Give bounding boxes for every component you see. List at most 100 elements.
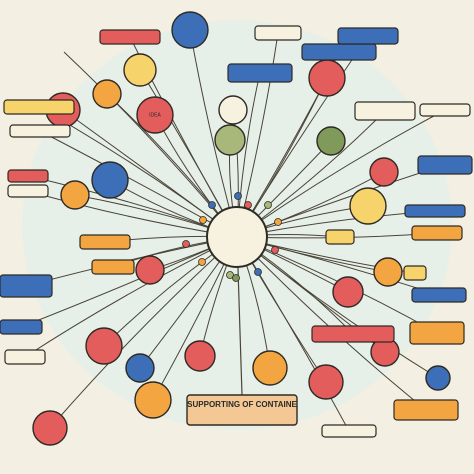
- idea-node-51-shape: [321, 424, 377, 438]
- idea-node-11-shape: [316, 126, 346, 156]
- idea-node-3: [123, 53, 157, 87]
- idea-node-9: [369, 157, 399, 187]
- idea-node-34-shape: [419, 103, 471, 117]
- idea-node-46-shape: [411, 287, 467, 303]
- idea-node-18-shape: [184, 340, 216, 372]
- idea-node-50: [4, 349, 46, 365]
- idea-node-1: [92, 79, 122, 109]
- idea-node-13-shape: [218, 95, 248, 125]
- idea-node-1-shape: [92, 79, 122, 109]
- banner-node-text-0: SUPPORTING OF CONTAINE: [187, 400, 297, 409]
- idea-node-42: [0, 319, 43, 335]
- banner-node-shape: [186, 394, 298, 426]
- idea-node-38: [404, 204, 466, 218]
- banner-node: SUPPORTING OF CONTAINE: [186, 394, 298, 426]
- idea-node-6-shape: [91, 161, 129, 199]
- idea-node-13: [218, 95, 248, 125]
- idea-node-7-shape: [60, 180, 90, 210]
- idea-node-19: [252, 350, 288, 386]
- idea-node-50-shape: [4, 349, 46, 365]
- idea-node-20-shape: [308, 364, 344, 400]
- idea-node-22-shape: [32, 410, 68, 446]
- idea-node-26: [99, 29, 161, 45]
- idea-node-44-shape: [91, 259, 135, 275]
- idea-node-15-shape: [373, 257, 403, 287]
- idea-node-40: [325, 229, 355, 245]
- connector-dot: [226, 271, 234, 279]
- idea-node-4-shape: [214, 124, 246, 156]
- idea-node-4: [214, 124, 246, 156]
- idea-node-0-text-0: IDEA: [149, 112, 161, 118]
- idea-node-16-shape: [85, 327, 123, 365]
- idea-node-43: [79, 234, 131, 250]
- idea-node-5: [308, 59, 346, 97]
- idea-node-17: [125, 353, 155, 383]
- idea-node-45-shape: [403, 265, 427, 281]
- idea-node-32-shape: [9, 124, 71, 138]
- idea-node-30: [337, 27, 399, 45]
- idea-node-39-shape: [411, 225, 463, 241]
- connector-dot: [274, 218, 282, 226]
- idea-node-10: [349, 187, 387, 225]
- idea-node-49: [311, 325, 395, 343]
- idea-node-40-shape: [325, 229, 355, 245]
- idea-node-36: [7, 184, 49, 198]
- idea-node-38-shape: [404, 204, 466, 218]
- idea-node-23-shape: [134, 381, 172, 419]
- idea-node-24: [425, 365, 451, 391]
- idea-node-47: [409, 321, 465, 345]
- idea-node-34: [419, 103, 471, 117]
- idea-node-11: [316, 126, 346, 156]
- idea-node-31: [3, 99, 75, 115]
- idea-node-0: IDEA: [136, 96, 174, 134]
- idea-node-15: [373, 257, 403, 287]
- idea-node-29: [254, 25, 302, 41]
- idea-node-20: [308, 364, 344, 400]
- idea-node-29-shape: [254, 25, 302, 41]
- idea-node-27-shape: [301, 43, 377, 61]
- idea-node-2: [171, 11, 209, 49]
- idea-node-37: [417, 155, 473, 175]
- idea-node-10-shape: [349, 187, 387, 225]
- idea-node-42-shape: [0, 319, 43, 335]
- idea-node-48-shape: [393, 399, 459, 421]
- connector-line: [63, 51, 238, 238]
- idea-node-35-shape: [7, 169, 49, 183]
- idea-node-30-shape: [337, 27, 399, 45]
- idea-node-24-shape: [425, 365, 451, 391]
- connector-dot: [254, 268, 262, 276]
- connector-dot: [232, 274, 240, 282]
- idea-node-49-shape: [311, 325, 395, 343]
- idea-node-45: [403, 265, 427, 281]
- connector-dot: [198, 258, 206, 266]
- center-node-shape: [206, 206, 268, 268]
- idea-node-27: [301, 43, 377, 61]
- connector-dot: [182, 240, 190, 248]
- idea-node-36-shape: [7, 184, 49, 198]
- idea-node-22: [32, 410, 68, 446]
- connector-dot: [234, 192, 242, 200]
- idea-node-28-shape: [227, 63, 293, 83]
- idea-node-5-shape: [308, 59, 346, 97]
- idea-node-43-shape: [79, 234, 131, 250]
- connector-dots: [182, 192, 282, 282]
- idea-node-19-shape: [252, 350, 288, 386]
- idea-node-47-shape: [409, 321, 465, 345]
- idea-node-37-shape: [417, 155, 473, 175]
- idea-node-12: [135, 255, 165, 285]
- connector-dot: [199, 216, 207, 224]
- idea-nodes: IDEA SUPPORTING OF CONTAINE: [0, 11, 473, 446]
- idea-node-6: [91, 161, 129, 199]
- center-node: [206, 206, 268, 268]
- idea-node-48: [393, 399, 459, 421]
- idea-node-7: [60, 180, 90, 210]
- idea-node-28: [227, 63, 293, 83]
- connector-line: [49, 236, 238, 429]
- idea-node-41: [0, 274, 53, 298]
- idea-node-26-shape: [99, 29, 161, 45]
- idea-node-14: [332, 276, 364, 308]
- idea-node-35: [7, 169, 49, 183]
- idea-node-33: [354, 101, 416, 121]
- connector-dot: [264, 201, 272, 209]
